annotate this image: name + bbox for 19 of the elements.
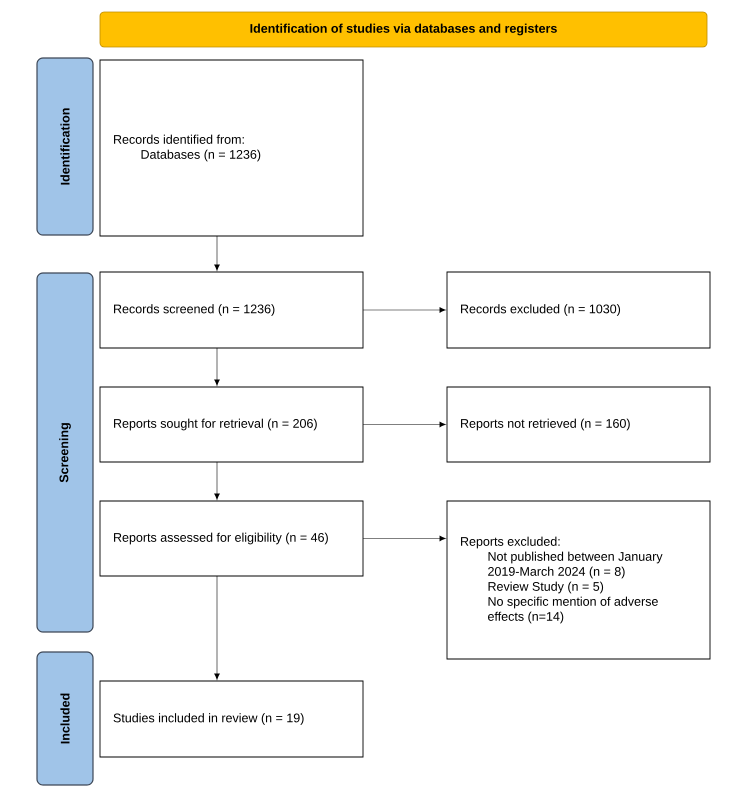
process-box: Reports not retrieved (n = 160) [446, 386, 710, 462]
arrow [363, 307, 446, 313]
arrow [363, 422, 446, 428]
process-box: Studies included in review (n = 19) [100, 680, 364, 758]
phase-band: Screening [36, 272, 94, 633]
process-box: Reports excluded: Not published between January 2019-March 2024 (n = 8) Review Study (n = 5) No specific mention of adverse effects (n=14) [446, 500, 710, 660]
phase-band: Identification [36, 57, 94, 236]
process-box: Records excluded (n = 1030) [446, 272, 710, 348]
arrow [214, 462, 220, 500]
arrow [214, 576, 220, 680]
arrow [214, 236, 220, 271]
phase-band: Included [36, 651, 94, 786]
title-band: Identification of studies via databases and registers [100, 12, 708, 48]
arrow [214, 348, 220, 386]
process-box: Records identified from: Databases (n = 1236) [100, 60, 364, 236]
process-box: Records screened (n = 1236) [100, 272, 364, 348]
process-box: Reports sought for retrieval (n = 206) [100, 386, 364, 462]
arrow [363, 536, 446, 542]
process-box: Reports assessed for eligibility (n = 46) [100, 500, 364, 576]
